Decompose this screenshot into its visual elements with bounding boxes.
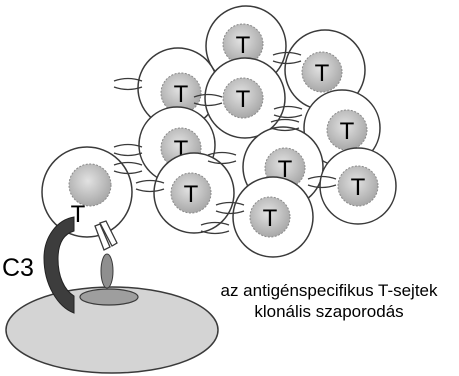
antigen-presenting-cell bbox=[5, 286, 219, 374]
t-cell-nucleus bbox=[160, 72, 202, 114]
t-cell-nucleus bbox=[326, 109, 368, 151]
tcr-receptor bbox=[272, 51, 302, 65]
tcr-receptor-pairs bbox=[113, 51, 337, 235]
antigen-peptide bbox=[100, 253, 114, 289]
c3-label: C3 bbox=[2, 254, 34, 282]
tcr-receptor bbox=[207, 151, 237, 165]
t-cell-nucleus bbox=[301, 51, 343, 93]
t-cell-label: T bbox=[340, 118, 355, 145]
t-cell-label: T bbox=[236, 86, 251, 113]
mhc-molecule bbox=[79, 288, 139, 306]
t-cell-nucleus bbox=[170, 172, 212, 214]
tcr-receptor bbox=[113, 77, 143, 91]
t-cell-label: T bbox=[351, 174, 366, 201]
t-cell-nucleus bbox=[337, 165, 379, 207]
tcr-receptor bbox=[113, 143, 143, 157]
caption-line-2: klonális szaporodás bbox=[254, 302, 404, 321]
tcr-receptor bbox=[215, 201, 245, 215]
initial-t-cell: T bbox=[41, 146, 133, 238]
caption-line-1: az antigénspecifikus T-sejtek bbox=[220, 281, 438, 300]
t-cell: T bbox=[303, 89, 381, 167]
t-cell-label: T bbox=[174, 81, 189, 108]
tcr-receptor-initial bbox=[94, 220, 118, 251]
tcr-receptor bbox=[200, 221, 230, 235]
t-cell-nucleus bbox=[249, 196, 291, 238]
tcr-receptor bbox=[193, 93, 223, 107]
tcr-receptor bbox=[273, 105, 303, 119]
t-cell-label: T bbox=[315, 60, 330, 87]
t-cell: T bbox=[153, 152, 235, 234]
t-cell-label: T bbox=[278, 156, 293, 183]
t-cell-label: T bbox=[263, 205, 278, 232]
tcr-receptor bbox=[270, 118, 300, 132]
c3-receptor bbox=[43, 216, 75, 314]
t-cell-nucleus bbox=[222, 77, 264, 119]
t-cell-label: T bbox=[236, 32, 251, 59]
caption: az antigénspecifikus T-sejtek klonális s… bbox=[204, 280, 454, 322]
t-cell: T bbox=[319, 147, 397, 225]
t-cell: T bbox=[204, 57, 286, 139]
t-cell-nucleus bbox=[222, 23, 264, 65]
t-cell-label: T bbox=[184, 181, 199, 208]
tcr-receptor bbox=[113, 161, 143, 175]
t-cell: T bbox=[232, 176, 314, 258]
tcr-receptor bbox=[135, 179, 165, 193]
tcr-receptor bbox=[307, 175, 337, 189]
